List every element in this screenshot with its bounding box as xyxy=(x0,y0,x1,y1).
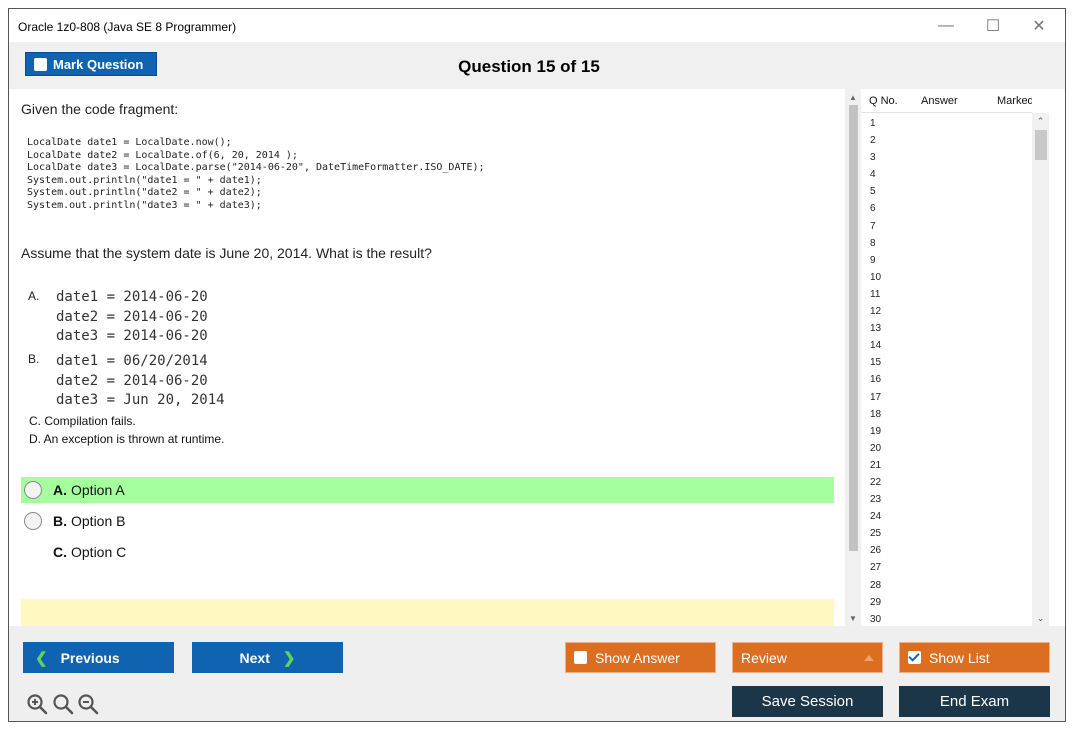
answer-option-b[interactable]: B. Option B xyxy=(21,508,834,534)
question-list-row[interactable]: 25 xyxy=(870,528,882,540)
answer-letter: C. xyxy=(53,544,67,560)
question-list-row[interactable]: 6 xyxy=(870,203,876,215)
show-list-label: Show List xyxy=(929,649,990,666)
question-list-scrollbar[interactable]: ⌃ ⌄ xyxy=(1032,113,1049,626)
question-list-row[interactable]: 17 xyxy=(870,391,882,403)
close-button[interactable]: ✕ xyxy=(1032,18,1046,35)
footer-toolbar: ❮ Previous Next ❯ Show Answer Review Sho… xyxy=(9,626,1065,721)
show-list-checkbox-icon[interactable] xyxy=(908,651,921,664)
question-list-row[interactable]: 18 xyxy=(870,408,882,420)
answer-label: Option A xyxy=(71,482,125,498)
col-marked: Marked xyxy=(997,95,1032,107)
explanation-panel xyxy=(21,599,834,626)
maximize-button[interactable]: ☐ xyxy=(985,18,1001,35)
question-list-row[interactable]: 22 xyxy=(870,476,882,488)
scroll-thumb[interactable] xyxy=(849,105,858,551)
question-list-row[interactable]: 23 xyxy=(870,494,882,506)
answer-option-c[interactable]: C. Option C xyxy=(21,539,834,565)
show-answer-button[interactable]: Show Answer xyxy=(565,642,716,673)
chevron-right-icon: ❯ xyxy=(282,649,296,667)
question-intro: Given the code fragment: xyxy=(21,101,179,117)
question-list-row[interactable]: 14 xyxy=(870,340,882,352)
question-list-row[interactable]: 10 xyxy=(870,271,882,283)
radio-icon[interactable] xyxy=(24,512,42,530)
question-list-row[interactable]: 8 xyxy=(870,237,876,249)
question-number: Question 15 of 15 xyxy=(458,57,600,76)
previous-label: Previous xyxy=(60,649,120,666)
question-list-row[interactable]: 19 xyxy=(870,425,882,437)
question-list-row[interactable]: 26 xyxy=(870,545,882,557)
option-d-text: D. An exception is thrown at runtime. xyxy=(29,432,225,446)
chevron-down-icon[interactable]: ⌄ xyxy=(1036,612,1045,623)
question-list-row[interactable]: 4 xyxy=(870,169,876,181)
question-content: Given the code fragment: LocalDate date1… xyxy=(9,89,845,626)
next-button[interactable]: Next ❯ xyxy=(192,642,343,673)
content-scrollbar[interactable]: ▲ ▼ xyxy=(845,89,861,626)
answer-letter: A. xyxy=(53,482,67,498)
scroll-down-icon[interactable]: ▼ xyxy=(849,613,857,623)
review-button[interactable]: Review xyxy=(732,642,883,673)
question-list-row[interactable]: 20 xyxy=(870,442,882,454)
answer-letter: B. xyxy=(53,513,67,529)
mark-question-button[interactable]: Mark Question xyxy=(25,52,157,76)
option-a-letter: A. xyxy=(28,289,40,303)
question-list-row[interactable]: 1 xyxy=(870,118,876,129)
save-session-button[interactable]: Save Session xyxy=(732,686,883,717)
code-fragment: LocalDate date1 = LocalDate.now(); Local… xyxy=(27,137,485,211)
question-list-row[interactable]: 5 xyxy=(870,186,876,198)
review-label: Review xyxy=(741,649,787,666)
question-list-row[interactable]: 29 xyxy=(870,596,882,608)
chevron-up-icon[interactable]: ⌃ xyxy=(1036,115,1045,126)
question-list-row[interactable]: 7 xyxy=(870,220,876,232)
title-bar: Oracle 1z0-808 (Java SE 8 Programmer) — … xyxy=(9,9,1065,42)
zoom-in-icon[interactable] xyxy=(26,693,48,715)
question-list-row[interactable]: 12 xyxy=(870,306,882,318)
scroll-thumb[interactable] xyxy=(1035,130,1047,160)
minimize-button[interactable]: — xyxy=(938,17,954,34)
radio-icon[interactable] xyxy=(24,481,42,499)
question-list-row[interactable]: 24 xyxy=(870,511,882,523)
option-c-text: C. Compilation fails. xyxy=(29,414,136,428)
question-list-row[interactable]: 9 xyxy=(870,254,876,266)
question-list-row[interactable]: 11 xyxy=(870,288,881,300)
question-list-row[interactable]: 27 xyxy=(870,562,882,574)
question-list-row[interactable]: 16 xyxy=(870,374,882,386)
question-list-row[interactable]: 13 xyxy=(870,323,882,335)
zoom-reset-icon[interactable] xyxy=(52,693,74,715)
question-list-row[interactable]: 3 xyxy=(870,152,876,164)
question-list-row[interactable]: 15 xyxy=(870,357,882,369)
chevron-left-icon: ❮ xyxy=(35,649,48,667)
question-list-row[interactable]: 21 xyxy=(870,459,882,471)
zoom-out-icon[interactable] xyxy=(77,693,99,715)
mark-checkbox-icon xyxy=(34,57,47,71)
show-list-button[interactable]: Show List xyxy=(899,642,1050,673)
question-list-row[interactable]: 30 xyxy=(870,613,882,625)
next-label: Next xyxy=(239,649,270,666)
mark-question-label: Mark Question xyxy=(53,56,144,72)
question-list-row[interactable]: 28 xyxy=(870,579,882,591)
col-qno: Q No. xyxy=(869,95,898,107)
previous-button[interactable]: ❮ Previous xyxy=(23,642,174,673)
answer-option-a[interactable]: A. Option A xyxy=(21,477,834,503)
exam-window: Oracle 1z0-808 (Java SE 8 Programmer) — … xyxy=(8,8,1066,722)
answer-label: Option B xyxy=(71,513,126,529)
question-prompt: Assume that the system date is June 20, … xyxy=(21,245,432,261)
col-answer: Answer xyxy=(921,95,958,107)
show-answer-checkbox-icon[interactable] xyxy=(574,651,587,664)
show-answer-label: Show Answer xyxy=(595,649,680,666)
answer-label: Option C xyxy=(71,544,127,560)
option-b-letter: B. xyxy=(28,352,40,366)
scroll-up-icon[interactable]: ▲ xyxy=(849,92,857,102)
option-b-code: date1 = 06/20/2014 date2 = 2014-06-20 da… xyxy=(56,353,225,408)
end-exam-button[interactable]: End Exam xyxy=(899,686,1050,717)
window-title: Oracle 1z0-808 (Java SE 8 Programmer) xyxy=(18,20,237,34)
question-list-row[interactable]: 2 xyxy=(870,135,876,147)
question-header: Mark Question Question 15 of 15 xyxy=(9,42,1065,89)
caret-up-icon xyxy=(864,655,874,661)
option-a-code: date1 = 2014-06-20 date2 = 2014-06-20 da… xyxy=(56,289,208,344)
question-list-header: Q No. Answer Marked xyxy=(861,89,1032,113)
